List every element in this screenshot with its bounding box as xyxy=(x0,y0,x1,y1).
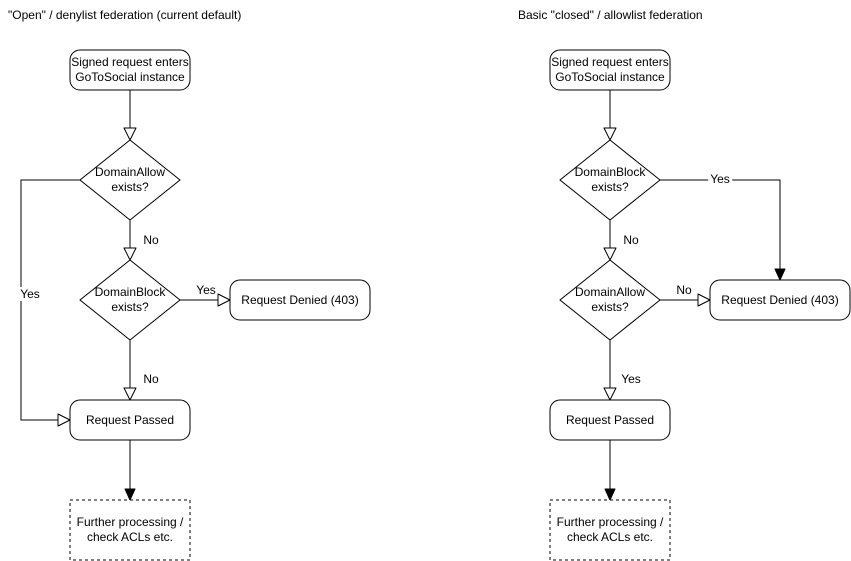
right-denied-label: Request Denied (403) xyxy=(721,292,839,307)
right-passed-label: Request Passed xyxy=(565,412,655,427)
left-start-to-decision1-arrowhead xyxy=(123,127,137,141)
left-decision2-yes-arrowhead xyxy=(217,293,231,307)
right-decision1-label: DomainBlock exists? xyxy=(574,165,646,194)
left-further-node xyxy=(69,499,191,561)
left-passed-to-further-arrowhead xyxy=(124,488,136,501)
left-start-label: Signed request enters GoToSocial instanc… xyxy=(71,55,189,84)
right-decision2-no-arrowhead xyxy=(697,293,711,307)
left-decision1-no-arrowhead xyxy=(123,247,137,261)
left-chart-title: "Open" / denylist federation (current de… xyxy=(8,8,242,22)
left-decision2-label: DomainBlock exists? xyxy=(94,285,166,314)
left-flowchart-shapes xyxy=(20,49,371,561)
right-chart-title: Basic "closed" / allowlist federation xyxy=(518,8,703,22)
right-further-node xyxy=(549,499,671,561)
left-decision2-yes-edge-label: Yes xyxy=(196,283,216,297)
right-start-to-decision1-arrowhead xyxy=(603,127,617,141)
left-passed-label: Request Passed xyxy=(85,412,175,427)
left-decision1-label: DomainAllow exists? xyxy=(94,165,166,194)
left-decision2-no-edge-label: No xyxy=(143,372,159,386)
right-decision1-no-edge-label: No xyxy=(623,233,639,247)
right-further-label: Further processing / check ACLs etc. xyxy=(556,515,664,544)
right-flowchart-shapes xyxy=(549,49,851,561)
right-start-label: Signed request enters GoToSocial instanc… xyxy=(551,55,669,84)
right-decision2-label: DomainAllow exists? xyxy=(574,285,646,314)
right-decision2-yes-edge-label: Yes xyxy=(621,372,641,386)
right-decision1-no-arrowhead xyxy=(603,247,617,261)
left-denied-label: Request Denied (403) xyxy=(241,292,359,307)
right-decision2-yes-arrowhead xyxy=(603,387,617,401)
right-decision1-yes-edge xyxy=(660,179,781,269)
right-decision2-no-edge-label: No xyxy=(676,283,692,297)
left-decision2-no-arrowhead xyxy=(123,387,137,401)
left-further-label: Further processing / check ACLs etc. xyxy=(76,515,184,544)
left-decision1-no-edge-label: No xyxy=(143,233,159,247)
right-decision1-yes-arrowhead xyxy=(774,268,786,281)
left-decision1-yes-edge-label: Yes xyxy=(18,287,42,301)
right-passed-to-further-arrowhead xyxy=(604,488,616,501)
left-decision1-yes-arrowhead xyxy=(57,413,71,427)
left-denied-node xyxy=(229,279,371,321)
right-decision1-yes-edge-label: Yes xyxy=(708,172,732,186)
right-denied-node xyxy=(709,279,851,321)
